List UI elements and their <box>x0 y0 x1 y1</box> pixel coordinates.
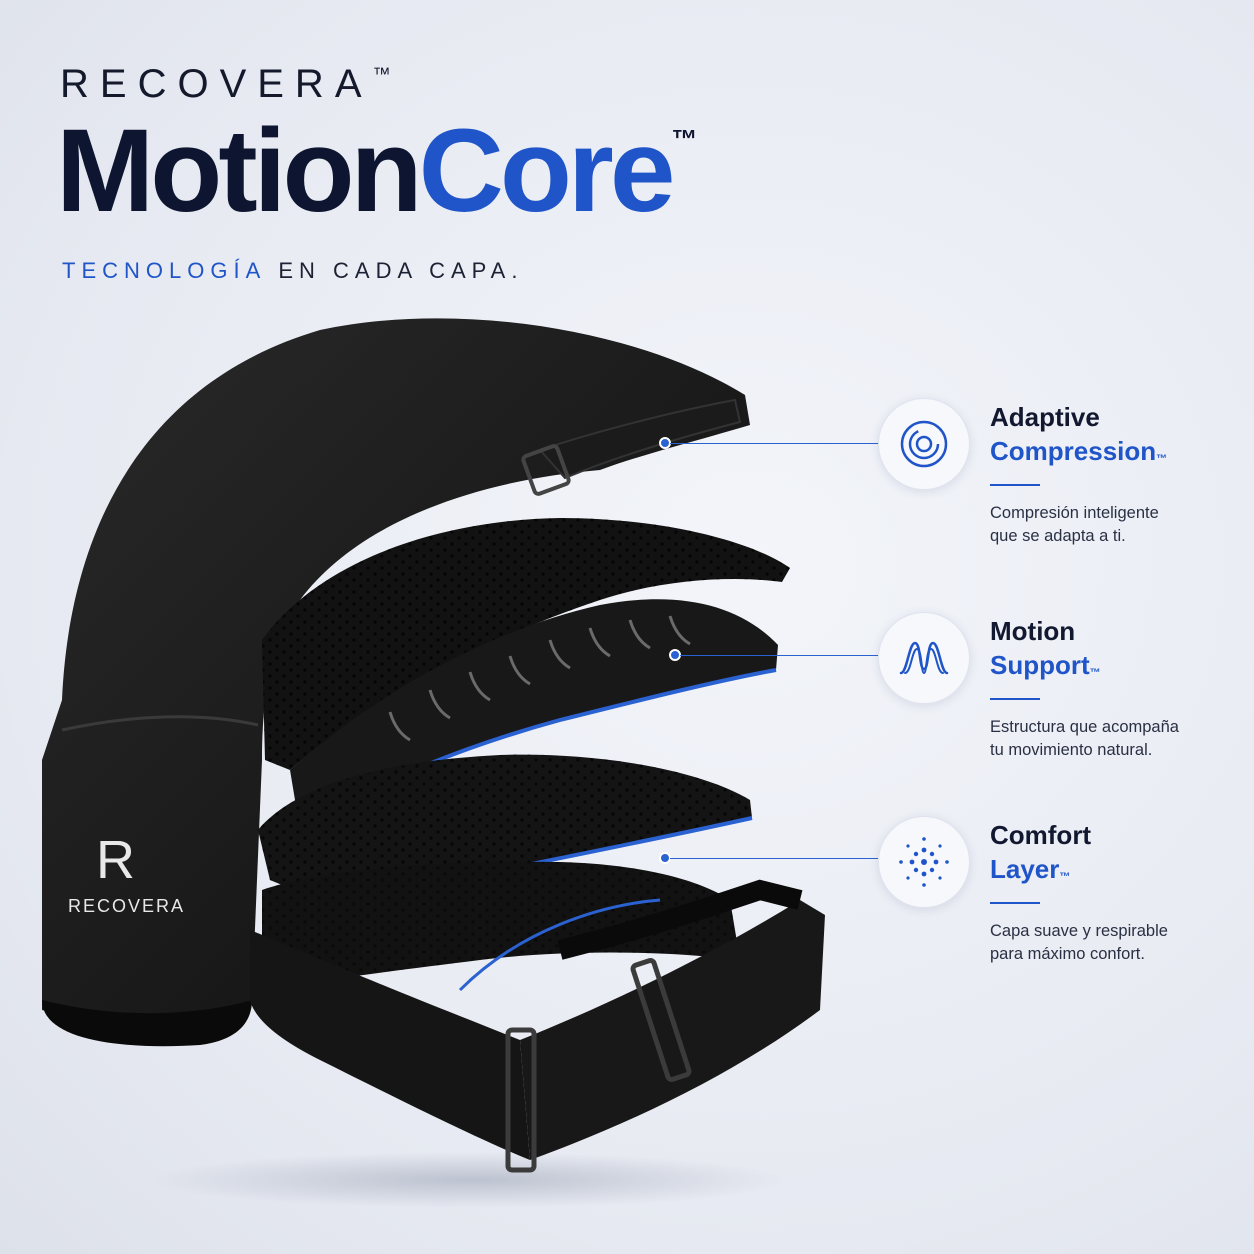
connector-line-1 <box>670 443 878 444</box>
connector-line-3 <box>670 858 878 859</box>
headline: MotionCore™ <box>56 112 697 230</box>
outer-shell-layer <box>42 318 750 1021</box>
feature-title: Comfort Layer™ <box>990 820 1092 884</box>
brand-name: RECOVERA™ <box>60 62 391 106</box>
product-logo-text: RECOVERA <box>68 896 185 916</box>
feature-title: Adaptive Compression™ <box>990 402 1168 466</box>
headline-core: Core <box>418 105 676 237</box>
tagline: TECNOLOGÍA EN CADA CAPA. <box>62 258 524 283</box>
feature-icon-badge <box>878 816 970 908</box>
connector-line-2 <box>680 655 878 656</box>
concentric-circles-icon <box>900 420 948 468</box>
feature-divider <box>990 902 1040 904</box>
feature-divider <box>990 484 1040 486</box>
motion-support-layer <box>290 599 778 830</box>
feature-icon-badge <box>878 612 970 704</box>
feature-icon-badge <box>878 398 970 490</box>
strap <box>250 930 530 1160</box>
feature-title: Motion Support™ <box>990 616 1101 680</box>
product-logo-letter: R <box>96 830 135 890</box>
dot-burst-icon <box>899 837 949 887</box>
waveform-icon <box>899 641 949 675</box>
headline-motion: Motion <box>56 105 423 237</box>
feature-divider <box>990 698 1040 700</box>
headline-tm: ™ <box>671 124 698 154</box>
